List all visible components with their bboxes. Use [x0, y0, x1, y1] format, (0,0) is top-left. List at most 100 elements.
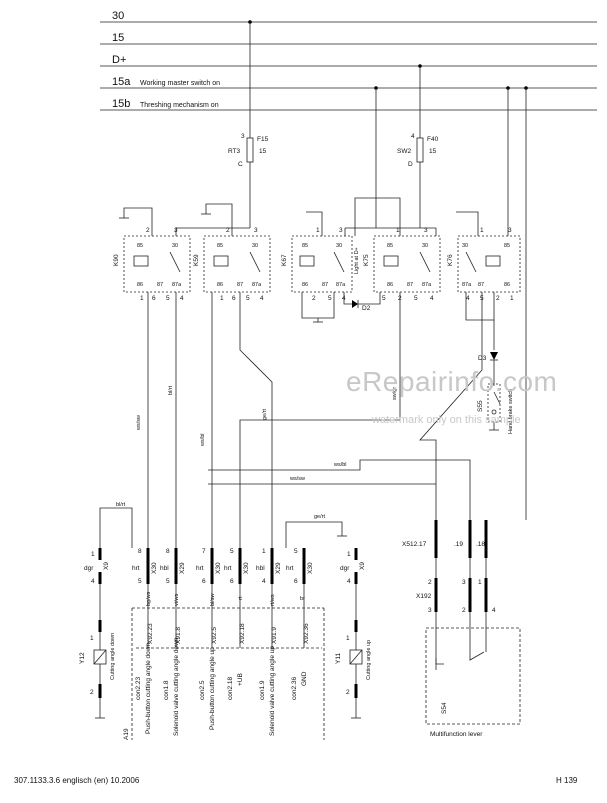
k67-t30: 30: [336, 243, 342, 249]
schematic-label: X92.36: [303, 623, 310, 644]
schematic-label: 4: [262, 578, 266, 585]
k76-name: K76: [447, 254, 454, 266]
k90-pin-top-1: 2: [146, 227, 150, 234]
module-a19: A19 X92.23 X91.8 X92.5 X92.18 X91.9 X92.…: [123, 584, 325, 740]
schematic-label: 5: [166, 578, 170, 585]
valve-y12: 1 2 Y12 Cutting angle down: [79, 632, 116, 719]
f40-tag: SW2: [397, 148, 411, 155]
schematic-label: 4: [347, 578, 351, 585]
schematic-label: 7: [202, 548, 206, 555]
schematic-label: X30: [307, 562, 314, 574]
schematic-label: hrt: [196, 565, 204, 572]
schematic-label: bl/rt: [116, 502, 126, 508]
k75-t86: 86: [387, 282, 393, 288]
schematic-label: 6: [230, 578, 234, 585]
schematic-label: 4: [91, 578, 95, 585]
connector-row: 1 4 dgr X9 8 5 hrt X30 8 5 hbl X29 7 6 h…: [84, 548, 366, 632]
schematic-label: ws/bl: [200, 433, 206, 447]
k75-t87a: 87a: [422, 282, 432, 288]
schematic-label: ge/rt: [314, 514, 325, 520]
bus-15a-label: 15a: [112, 76, 131, 88]
schematic-label: con1.8: [163, 680, 170, 700]
k75-pin-top-1: 1: [396, 227, 400, 234]
schematic-label: X29: [179, 562, 186, 574]
relay-k90: 2 3 85 30 86 87 87a K90 1 6 5 4: [113, 227, 191, 302]
k75-pin-b4: 4: [430, 295, 434, 302]
k76-pin-b4: 1: [510, 295, 514, 302]
schematic-label: .18: [476, 541, 485, 548]
s55-label: Hand brake switch: [508, 389, 514, 434]
schematic-label: vi/ws: [174, 594, 180, 606]
k67-note: Light at D+: [354, 247, 360, 274]
schematic-label: Push-button cutting angle down: [145, 643, 152, 734]
schematic-label: 2: [462, 607, 466, 614]
schematic-label: 5: [138, 578, 142, 585]
k75-t85: 85: [387, 243, 393, 249]
footer-doc-id: 307.1133.3.6 englisch (en) 10.2006: [14, 776, 140, 785]
schematic-label: Push-button cutting angle up: [209, 647, 216, 730]
interconnect-wires: [99, 292, 483, 548]
f40-rating: 15: [429, 148, 437, 155]
schematic-label: X9: [103, 562, 110, 570]
schematic-label: con1.9: [259, 680, 266, 700]
schematic-label: .19: [454, 541, 463, 548]
x192-label: X192: [416, 593, 432, 600]
schematic-label: X512.17: [402, 541, 427, 548]
schematic-label: X29: [275, 562, 282, 574]
y12-name: Y12: [79, 652, 86, 664]
bus-30-label: 30: [112, 10, 124, 22]
k59-t87: 87: [237, 282, 243, 288]
k59-name: K59: [193, 254, 200, 266]
k76-t85: 85: [504, 243, 510, 249]
schematic-label: 1: [347, 551, 351, 558]
k67-pin-top-1: 1: [316, 227, 320, 234]
schematic-label: X30: [243, 562, 250, 574]
schematic-label: 1: [346, 635, 350, 642]
f15-tag: RT3: [228, 148, 241, 155]
schematic-label: X91.8: [175, 627, 182, 644]
k90-name: K90: [113, 254, 120, 266]
schematic-label: con2.18: [227, 676, 234, 700]
k59-pin-top-1: 2: [226, 227, 230, 234]
k67-name: K67: [281, 254, 288, 266]
fuse-f15: 3 F15 15 RT3 C: [228, 22, 269, 228]
schematic-label: 2: [428, 579, 432, 586]
k67-t87: 87: [322, 282, 328, 288]
k67-pin-top-2: 3: [339, 227, 343, 234]
schematic-label: con2.23: [135, 676, 142, 700]
watermark-title: eRepairinfo.com: [346, 366, 558, 397]
k90-pin-b1: 1: [140, 295, 144, 302]
power-buses: 30 15 D+ 15a Working master switch on 15…: [100, 10, 597, 111]
schematic-label: ws/sw: [289, 476, 305, 482]
y11-name: Y11: [335, 653, 342, 664]
k76-t86: 86: [504, 282, 510, 288]
schematic-label: 6: [294, 578, 298, 585]
schematic-label: 5: [294, 548, 298, 555]
y11-label: Cutting angle up: [366, 640, 372, 680]
schematic-label: 2: [346, 689, 350, 696]
bus-15b-label: 15b: [112, 98, 130, 110]
schematic-label: Solenoid valve cutting angle down: [173, 637, 180, 736]
f15-top-pin: 3: [241, 133, 245, 140]
f40-name: F40: [427, 136, 439, 143]
schematic-label: con2.36: [291, 676, 298, 700]
schematic-label: X92.18: [239, 623, 246, 644]
ground-symbols: [119, 197, 479, 236]
schematic-label: dgr: [340, 565, 350, 572]
schematic-label: bl/sw: [210, 593, 216, 606]
schematic-label: hbl: [160, 565, 169, 572]
k67-t85: 85: [302, 243, 308, 249]
schematic-label: ws/bl: [333, 462, 347, 468]
schematic-label: con2.5: [199, 680, 206, 700]
schematic-label: X92.5: [211, 627, 218, 644]
f15-name: F15: [257, 136, 269, 143]
k67-t86: 86: [302, 282, 308, 288]
footer-page-number: H 139: [556, 776, 578, 785]
schematic-label: X30: [215, 562, 222, 574]
k59-t30: 30: [252, 243, 258, 249]
schematic-label: rt/ws: [270, 594, 276, 606]
fuse-f40: 4 F40 15 SW2 D: [397, 66, 439, 228]
bus-15-label: 15: [112, 32, 124, 44]
wire-labels: ws/sw bl/rt ge/rt ws/bl sw/gr ws/bl ws/s…: [116, 385, 398, 606]
